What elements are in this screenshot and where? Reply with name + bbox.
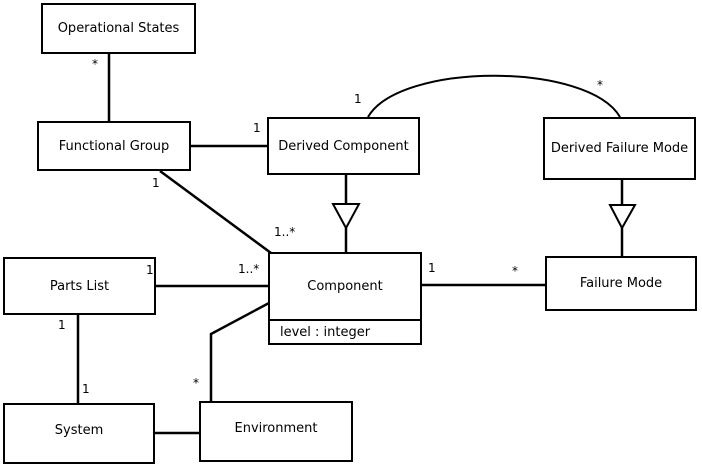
class-name-environment: Environment — [234, 421, 318, 436]
class-component[interactable]: Component level : integer — [268, 252, 422, 345]
class-name-system: System — [54, 423, 104, 438]
multiplicity-failure-mode-to-component: * — [512, 264, 518, 278]
class-name-failure-mode: Failure Mode — [579, 276, 663, 291]
multiplicity-environment-to-component: * — [193, 376, 199, 390]
class-failure-mode[interactable]: Failure Mode — [545, 256, 697, 311]
class-name-operational-states: Operational States — [57, 21, 180, 36]
multiplicity-operational-states-functional-group: * — [92, 57, 98, 71]
class-environment[interactable]: Environment — [199, 401, 353, 462]
multiplicity-system-to-parts-list: 1 — [82, 382, 90, 396]
association-environment-component — [209, 301, 270, 401]
class-operational-states[interactable]: Operational States — [41, 3, 196, 54]
multiplicity-functional-group-to-component: 1 — [152, 176, 160, 190]
class-functional-group[interactable]: Functional Group — [37, 121, 191, 171]
multiplicity-derived-failure-mode-to-derived-component: * — [597, 78, 603, 92]
class-parts-list[interactable]: Parts List — [3, 257, 156, 315]
multiplicity-component-to-parts-list: 1..* — [238, 262, 260, 276]
generalization-arrow-derived-component — [331, 203, 361, 231]
multiplicity-parts-list-to-system: 1 — [58, 318, 66, 332]
class-name-component: Component — [307, 279, 383, 294]
class-derived-failure-mode[interactable]: Derived Failure Mode — [543, 117, 696, 180]
class-name-derived-failure-mode: Derived Failure Mode — [550, 141, 689, 156]
multiplicity-component-to-functional-group: 1..* — [274, 225, 296, 239]
class-name-derived-component: Derived Component — [278, 138, 409, 154]
class-derived-component[interactable]: Derived Component — [267, 117, 420, 175]
class-name-parts-list: Parts List — [49, 278, 110, 294]
association-derived-component-derived-failure-mode — [367, 74, 621, 118]
class-system[interactable]: System — [3, 403, 155, 464]
association-functional-group-component — [159, 169, 272, 255]
multiplicity-functional-group-derived-component: 1 — [253, 121, 261, 135]
multiplicity-parts-list-to-component: 1 — [146, 263, 154, 277]
multiplicity-component-to-failure-mode: 1 — [428, 261, 436, 275]
class-name-functional-group: Functional Group — [58, 138, 170, 154]
multiplicity-derived-component-to-derived-failure-mode: 1 — [354, 92, 362, 106]
class-attribute-component-level: level : integer — [270, 319, 420, 343]
generalization-arrow-derived-failure-mode — [608, 204, 637, 231]
